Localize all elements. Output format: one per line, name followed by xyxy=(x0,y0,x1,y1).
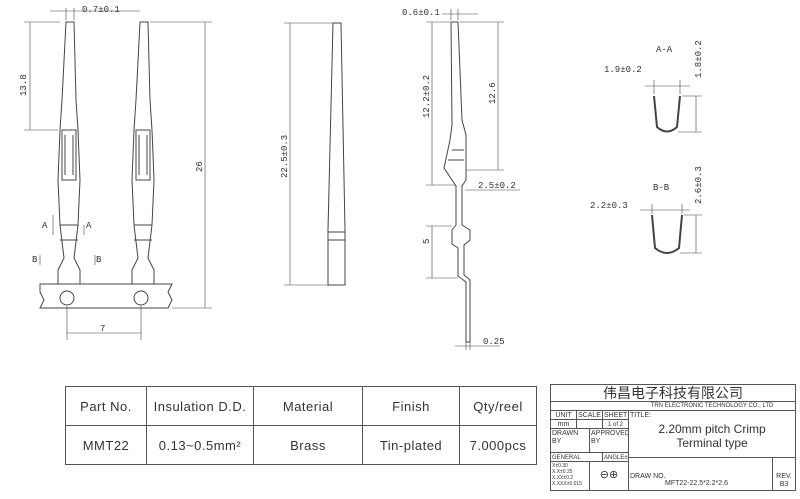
rev-cell: REV. B3 xyxy=(773,458,795,490)
spec-table: Part No. Insulation D.D. Material Finish… xyxy=(65,386,537,465)
drawn-by-label: DRAWN BY xyxy=(551,429,590,453)
rev-value: B3 xyxy=(779,481,789,488)
section-aa-height-dim: 1.8±0.2 xyxy=(694,40,704,78)
profile-upper-dim: 12.2±0.2 xyxy=(422,75,432,118)
title-label: TITLE: xyxy=(630,412,652,419)
draw-no-value: MFT22-22.5*2.2*2.6 xyxy=(665,480,729,487)
spec-data-row: MMT22 0.13~0.5mm² Brass Tin-plated 7.000… xyxy=(65,425,537,465)
header-insulation: Insulation D.D. xyxy=(146,386,254,426)
header-part-no: Part No. xyxy=(65,386,147,426)
profile-thickness-dim: 0.25 xyxy=(483,337,505,347)
scale-label: SCALE xyxy=(577,411,603,420)
front-pitch-dim: 7 xyxy=(100,324,105,334)
section-aa xyxy=(645,80,702,133)
draw-no-label: DRAW NO. xyxy=(630,473,666,480)
section-aa-width-dim: 1.9±0.2 xyxy=(604,65,642,75)
section-b-marker-left: B xyxy=(32,255,38,265)
approved-by-label: APPROVED BY xyxy=(590,429,629,453)
rev-label: REV. xyxy=(776,473,792,480)
unit-label: UNIT xyxy=(551,411,577,420)
cell-insulation: 0.13~0.5mm² xyxy=(146,425,254,465)
side-length-dim: 22.5±0.3 xyxy=(280,135,290,178)
spec-header-row: Part No. Insulation D.D. Material Finish… xyxy=(65,386,537,426)
header-qty: Qty/reel xyxy=(459,386,537,426)
title-line-1: 2.20mm pitch Crimp xyxy=(658,422,766,436)
profile-lower-dim: 5 xyxy=(422,239,432,244)
section-bb-width-dim: 2.2±0.3 xyxy=(590,201,628,211)
tolerance-4: X.XXX±0.015 xyxy=(552,481,582,487)
section-bb-height-dim: 2.6±0.3 xyxy=(694,166,704,204)
title-cell: TITLE: 2.20mm pitch Crimp Terminal type xyxy=(629,411,795,458)
projection-symbol-icon: ⊖⊕ xyxy=(590,462,629,490)
general-tolerance-label: GENERAL TOLERANCE xyxy=(551,453,603,462)
profile-top-width-dim: 0.6±0.1 xyxy=(402,8,440,18)
section-a-marker-right: A xyxy=(86,221,92,231)
front-top-width-dim: 0.7±0.1 xyxy=(82,5,120,15)
sheet-value: 1 of 2 xyxy=(603,420,629,429)
title-line-2: Terminal type xyxy=(676,436,748,450)
side-view xyxy=(284,22,346,286)
tolerance-1: X±0.30 xyxy=(552,463,568,469)
tolerance-values: X±0.30 X.X±0.25 X.XX±0.2 X.XXX±0.015 xyxy=(551,462,590,490)
section-b-marker-right: B xyxy=(96,255,102,265)
section-aa-label: A-A xyxy=(656,45,673,55)
cell-part-no: MMT22 xyxy=(65,425,147,465)
header-material: Material xyxy=(253,386,363,426)
profile-pin-dim: 12.6 xyxy=(488,82,498,104)
profile-view xyxy=(426,9,520,350)
sheet-label: SHEET xyxy=(603,411,629,420)
company-name-cn: 伟昌电子科技有限公司 xyxy=(551,385,795,402)
front-overall-length-dim: 26 xyxy=(195,161,205,172)
tolerance-2: X.X±0.25 xyxy=(552,469,573,475)
front-view xyxy=(24,8,212,340)
title-block: 伟昌电子科技有限公司 TRN ELECTRONIC TECHNOLOGY CO.… xyxy=(550,384,796,491)
draw-no-cell: DRAW NO. MFT22-22.5*2.2*2.6 xyxy=(629,458,773,490)
cell-qty: 7.000pcs xyxy=(459,425,537,465)
section-bb xyxy=(640,204,702,254)
section-bb-label: B-B xyxy=(653,183,670,193)
section-a-marker-left: A xyxy=(42,221,48,231)
scale-value xyxy=(577,420,603,429)
header-finish: Finish xyxy=(362,386,460,426)
angle-label: ANGLE± xyxy=(603,453,629,462)
tolerance-3: X.XX±0.2 xyxy=(552,475,574,481)
blank-spacer xyxy=(551,402,629,411)
unit-value: mm xyxy=(551,420,577,429)
cell-finish: Tin-plated xyxy=(362,425,460,465)
front-pin-length-dim: 13.8 xyxy=(19,74,29,96)
company-name-en: TRN ELECTRONIC TECHNOLOGY CO., LTD xyxy=(629,402,795,411)
profile-crimp-width-dim: 2.5±0.2 xyxy=(478,181,516,191)
cell-material: Brass xyxy=(253,425,363,465)
